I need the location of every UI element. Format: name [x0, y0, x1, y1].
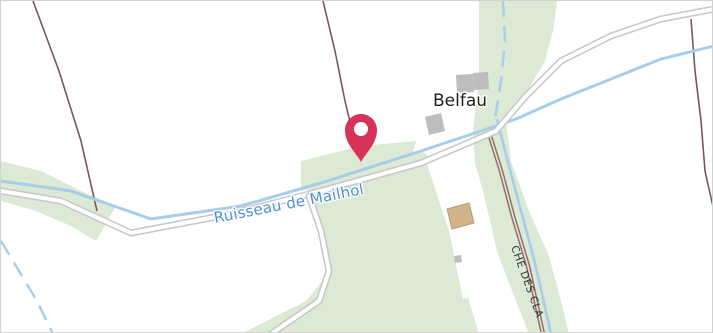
building-belfau-3 — [425, 113, 445, 135]
road-south-branch — [270, 194, 331, 332]
intermittent-stream-north — [493, 1, 507, 120]
boundary-line-west — [32, 1, 98, 212]
track-layer — [486, 118, 552, 332]
stream-ruisseau-de-mailhol — [1, 44, 712, 221]
boundary-line-east — [690, 18, 712, 206]
building-belfau-1 — [456, 74, 474, 93]
building-small — [454, 255, 462, 263]
track-che-des-cla-fill — [488, 132, 544, 332]
building-poi — [446, 202, 475, 230]
map-pin-body — [345, 114, 377, 162]
map-pin-icon[interactable] — [345, 114, 377, 162]
place-label-belfau: Belfau — [433, 91, 487, 111]
vegetation-area-stream-bank-mid — [301, 141, 416, 191]
building-belfau-2 — [473, 72, 489, 90]
road-main — [1, 7, 712, 235]
building-layer — [425, 72, 489, 263]
vegetation-area-south — [244, 151, 479, 332]
road-layer — [1, 5, 712, 332]
map-pin-hole — [354, 122, 368, 136]
vegetation-area-east-strip — [473, 1, 569, 332]
intermittent-stream-layer — [1, 1, 507, 332]
intermittent-stream-southwest — [1, 240, 54, 332]
stream-che-des-cla-side — [495, 118, 552, 332]
